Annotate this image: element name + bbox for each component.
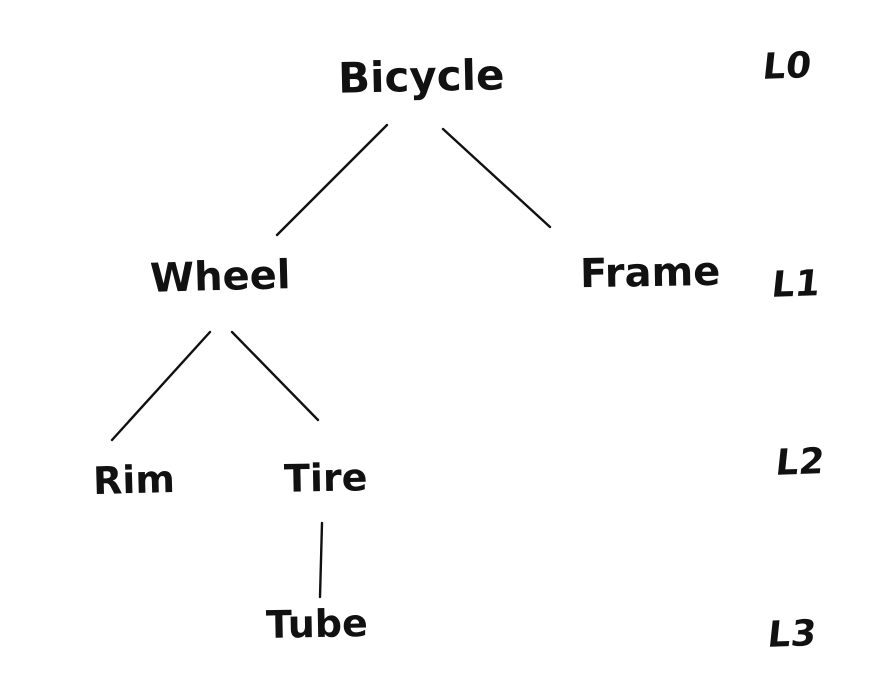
node-tire: Tire: [283, 455, 368, 501]
edge-bicycle-wheel: [275, 123, 389, 237]
edge-bicycle-frame: [441, 127, 552, 229]
node-wheel: Wheel: [149, 252, 292, 302]
node-bicycle: Bicycle: [337, 50, 505, 103]
edge-tire-tube: [318, 521, 324, 599]
level-label-l0: L0: [760, 45, 814, 88]
level-label-l2: L2: [773, 441, 827, 484]
level-label-l1: L1: [769, 263, 823, 306]
edge-wheel-tire: [230, 330, 320, 422]
level-label-l3: L3: [765, 613, 819, 656]
node-tube: Tube: [265, 601, 369, 647]
edge-wheel-rim: [110, 330, 212, 442]
node-rim: Rim: [92, 456, 176, 504]
node-frame: Frame: [579, 248, 721, 298]
